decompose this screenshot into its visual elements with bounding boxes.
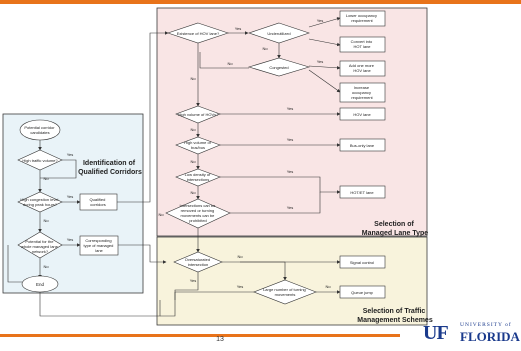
box-signal-control-label: Signal control bbox=[350, 260, 374, 265]
yes-label: Yes bbox=[287, 137, 294, 142]
box-hov-lane-label: HOV lane bbox=[353, 112, 371, 117]
yes-label: Yes bbox=[235, 26, 242, 31]
decision-existence-hov bbox=[167, 22, 229, 44]
decision-high-bus-label: High volume of bus/bus bbox=[184, 140, 212, 150]
box-convert-hot bbox=[339, 36, 386, 53]
decision-existence-hov-label: Existence of HOV lane? bbox=[177, 31, 220, 36]
decision-underutilized bbox=[248, 22, 310, 44]
decision-potential-network bbox=[17, 231, 63, 259]
box-convert-hot-label: Convert into HOT lane bbox=[351, 39, 374, 49]
decision-turning-movements bbox=[253, 279, 317, 305]
corresponding-type-box bbox=[79, 235, 119, 256]
logo-uf: UF bbox=[423, 322, 449, 344]
logo-university: UNIVERSITY of bbox=[460, 322, 512, 328]
yes-label: Yes bbox=[190, 278, 197, 283]
box-bus-only bbox=[339, 138, 386, 152]
decision-turning-movements-label: Large number of turning movements bbox=[263, 287, 307, 297]
no-label: No bbox=[190, 76, 196, 81]
box-lower-occupancy-label: Lower occupancy requirement bbox=[346, 13, 378, 23]
no-label: No bbox=[237, 254, 243, 259]
yes-label: Yes bbox=[317, 59, 324, 64]
no-label: No bbox=[262, 46, 268, 51]
yes-label: Yes bbox=[317, 18, 324, 23]
bottom-accent-bar bbox=[0, 334, 400, 337]
managed-region-title: Selection of Managed Lane Type bbox=[362, 221, 428, 237]
decision-low-density-label: Low density of intersections bbox=[185, 172, 212, 182]
no-label: No bbox=[43, 264, 49, 269]
box-add-hov-label: Add one more HOV lane bbox=[349, 63, 375, 73]
start-terminator bbox=[19, 119, 61, 141]
box-hot-et-label: HOT/ET lane bbox=[350, 190, 374, 195]
decision-congested-label: Congested bbox=[269, 65, 288, 70]
yes-label: Yes bbox=[67, 237, 74, 242]
yes-label: Yes bbox=[287, 205, 294, 210]
top-accent-bar bbox=[0, 0, 521, 4]
box-queue-jump bbox=[339, 285, 386, 299]
box-increase-occupancy bbox=[339, 82, 386, 103]
no-label: No bbox=[43, 218, 49, 223]
end-label: End bbox=[36, 282, 45, 287]
no-label: No bbox=[43, 176, 49, 181]
decision-high-traffic-label: High traffic volume? bbox=[22, 158, 58, 163]
decision-high-congestion-label: High congestion level during peak hours? bbox=[20, 197, 59, 207]
decision-oversaturated-label: Oversaturated intersection bbox=[185, 257, 211, 267]
decision-low-density bbox=[175, 168, 221, 187]
qualified-region-title: Identification of Qualified Corridors bbox=[78, 160, 142, 176]
no-label: No bbox=[227, 61, 233, 66]
box-increase-occupancy-label: Increase occupancy requirement bbox=[351, 85, 373, 100]
yes-label: Yes bbox=[67, 152, 74, 157]
decision-high-hov bbox=[175, 105, 221, 124]
box-lower-occupancy bbox=[339, 10, 386, 27]
box-hot-et bbox=[339, 185, 386, 199]
decision-high-congestion bbox=[17, 191, 63, 213]
decision-intersections-label: Intersections can be removed or turning … bbox=[180, 203, 217, 223]
university-logo: UF UNIVERSITY of FLORIDA bbox=[423, 321, 520, 345]
decision-intersections bbox=[165, 198, 231, 229]
traffic-region-title: Selection of Traffic Management Schemes bbox=[357, 308, 433, 324]
decision-underutilized-label: Underutilized bbox=[267, 31, 290, 36]
box-signal-control bbox=[339, 255, 386, 269]
yes-label: Yes bbox=[67, 194, 74, 199]
yes-label: Yes bbox=[287, 169, 294, 174]
decision-congested bbox=[247, 57, 311, 77]
qualified-corridors-box bbox=[79, 193, 118, 211]
decision-oversaturated bbox=[173, 251, 223, 273]
no-label: No bbox=[190, 127, 196, 132]
no-label: No bbox=[190, 190, 196, 195]
start-label: Potential corridor candidates bbox=[24, 125, 55, 135]
decision-high-hov-label: High volume of HOVs? bbox=[178, 112, 219, 117]
yes-label: Yes bbox=[287, 106, 294, 111]
qualified-corridors-label: Qualified corridors bbox=[90, 197, 107, 207]
yes-label: Yes bbox=[237, 284, 244, 289]
logo-florida: FLORIDA bbox=[460, 329, 520, 344]
box-hov-lane bbox=[339, 107, 386, 121]
decision-high-traffic bbox=[17, 149, 63, 171]
end-terminator bbox=[21, 275, 59, 293]
box-add-hov bbox=[339, 60, 386, 77]
box-bus-only-label: Bus-only lane bbox=[350, 143, 375, 148]
no-label: No bbox=[190, 159, 196, 164]
decision-high-bus bbox=[175, 136, 221, 155]
traffic-management-region bbox=[156, 236, 428, 326]
page-number: 13 bbox=[216, 336, 224, 343]
no-label: No bbox=[158, 212, 164, 217]
corresponding-type-label: Corresponding type of managed lane bbox=[84, 238, 115, 253]
decision-potential-network-label: Potential for the whole managed lane net… bbox=[21, 239, 59, 254]
no-label: No bbox=[325, 284, 331, 289]
box-queue-jump-label: Queue jump bbox=[351, 290, 374, 295]
